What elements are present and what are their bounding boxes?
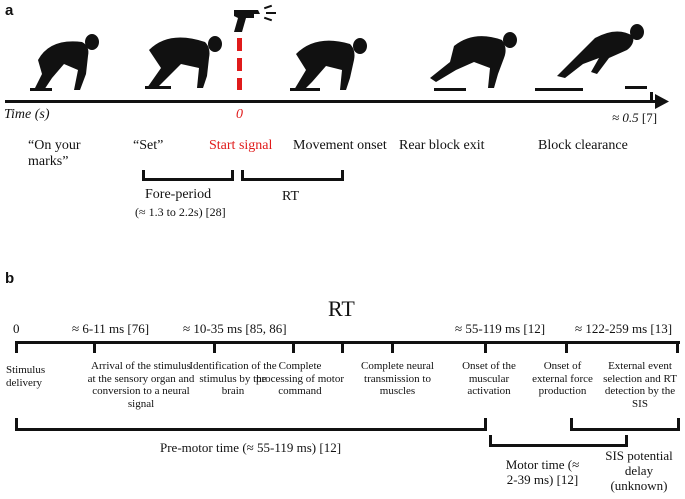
end-tick [650, 92, 653, 103]
tick-4 [341, 341, 344, 353]
time-axis-arrowhead-icon [655, 94, 669, 109]
foreperiod-bracket [142, 178, 234, 181]
tick-5 [391, 341, 394, 353]
stage-5: Complete neural transmission to muscles [360, 360, 434, 398]
sprinter-movement-icon [290, 38, 367, 91]
motor-bracket [489, 444, 628, 447]
foreperiod-bracket-left [142, 170, 145, 181]
time-axis-label: Time (s) [4, 107, 50, 122]
stage-1: Stimulus delivery [6, 364, 46, 389]
stage-8: External event selection and RT detectio… [603, 360, 677, 410]
tick-label-4: ≈ 122-259 ms [13] [575, 321, 673, 336]
tick-label-3: ≈ 55-119 ms [12] [455, 321, 546, 336]
tick-0 [15, 341, 18, 353]
start-signal-line [237, 38, 242, 90]
foreperiod-bracket-right [231, 170, 234, 181]
stage-7: Onset of external force production [532, 360, 593, 398]
sprinter-clearance-icon [535, 24, 647, 91]
rt-bracket-left [241, 170, 244, 181]
sis-bracket-left [570, 418, 573, 431]
rt-timeline [15, 341, 680, 344]
rt-bracket [241, 178, 344, 181]
event-start: Start signal [209, 138, 273, 153]
sis-bracket [570, 428, 680, 431]
stage-3: Identification of the stimulus by the br… [189, 360, 277, 398]
tick-1 [93, 341, 96, 353]
stage-4: Complete processing of motor command [256, 360, 344, 398]
time-axis [5, 100, 660, 103]
tick-label-2: ≈ 10-35 ms [85, 86] [183, 321, 287, 336]
panel-b-label: b [5, 270, 15, 287]
zero-tick-label: 0 [13, 321, 20, 336]
motor-bracket-left [489, 435, 492, 447]
event-marks: “On your marks” [28, 138, 81, 170]
motor-bracket-right [625, 435, 628, 447]
end-time-ref: [7] [641, 110, 658, 125]
tick-3 [292, 341, 295, 353]
rt-bracket-right [341, 170, 344, 181]
premotor-bracket [15, 428, 487, 431]
tick-label-1: ≈ 6-11 ms [76] [72, 321, 150, 336]
premotor-bracket-right [484, 418, 487, 431]
event-clearance: Block clearance [538, 138, 628, 153]
sprinter-set-icon [145, 36, 222, 89]
sprinter-marks-icon [30, 34, 99, 91]
event-rear-exit: Rear block exit [399, 138, 485, 153]
sprinter-rear-exit-icon [430, 32, 517, 91]
stage-2: Arrival of the stimulus at the sensory o… [87, 360, 195, 410]
starter-pistol-icon [234, 4, 276, 32]
stage-6: Onset of the muscular activation [462, 360, 516, 398]
premotor-bracket-left [15, 418, 18, 431]
foreperiod-range: (≈ 1.3 to 2.2s) [28] [135, 205, 226, 219]
tick-7 [565, 341, 568, 353]
event-movement: Movement onset [293, 138, 387, 153]
rt-label: RT [282, 189, 300, 204]
zero-label: 0 [236, 107, 243, 122]
rt-title: RT [328, 296, 355, 321]
tick-2 [213, 341, 216, 353]
motor-label: Motor time (≈ 2-39 ms) [12] [505, 457, 580, 487]
sis-label: SIS potential delay (unknown) [605, 448, 673, 493]
foreperiod-label: Fore-period [145, 187, 212, 202]
end-time-value: ≈ 0.5 [612, 110, 639, 125]
end-time-label: ≈ 0.5 [7] [612, 110, 658, 126]
sis-bracket-right [677, 418, 680, 431]
event-set: “Set” [133, 138, 164, 153]
tick-8 [676, 341, 679, 353]
tick-6 [484, 341, 487, 353]
panel-a-label: a [5, 2, 14, 19]
premotor-label: Pre-motor time (≈ 55-119 ms) [12] [160, 440, 342, 455]
